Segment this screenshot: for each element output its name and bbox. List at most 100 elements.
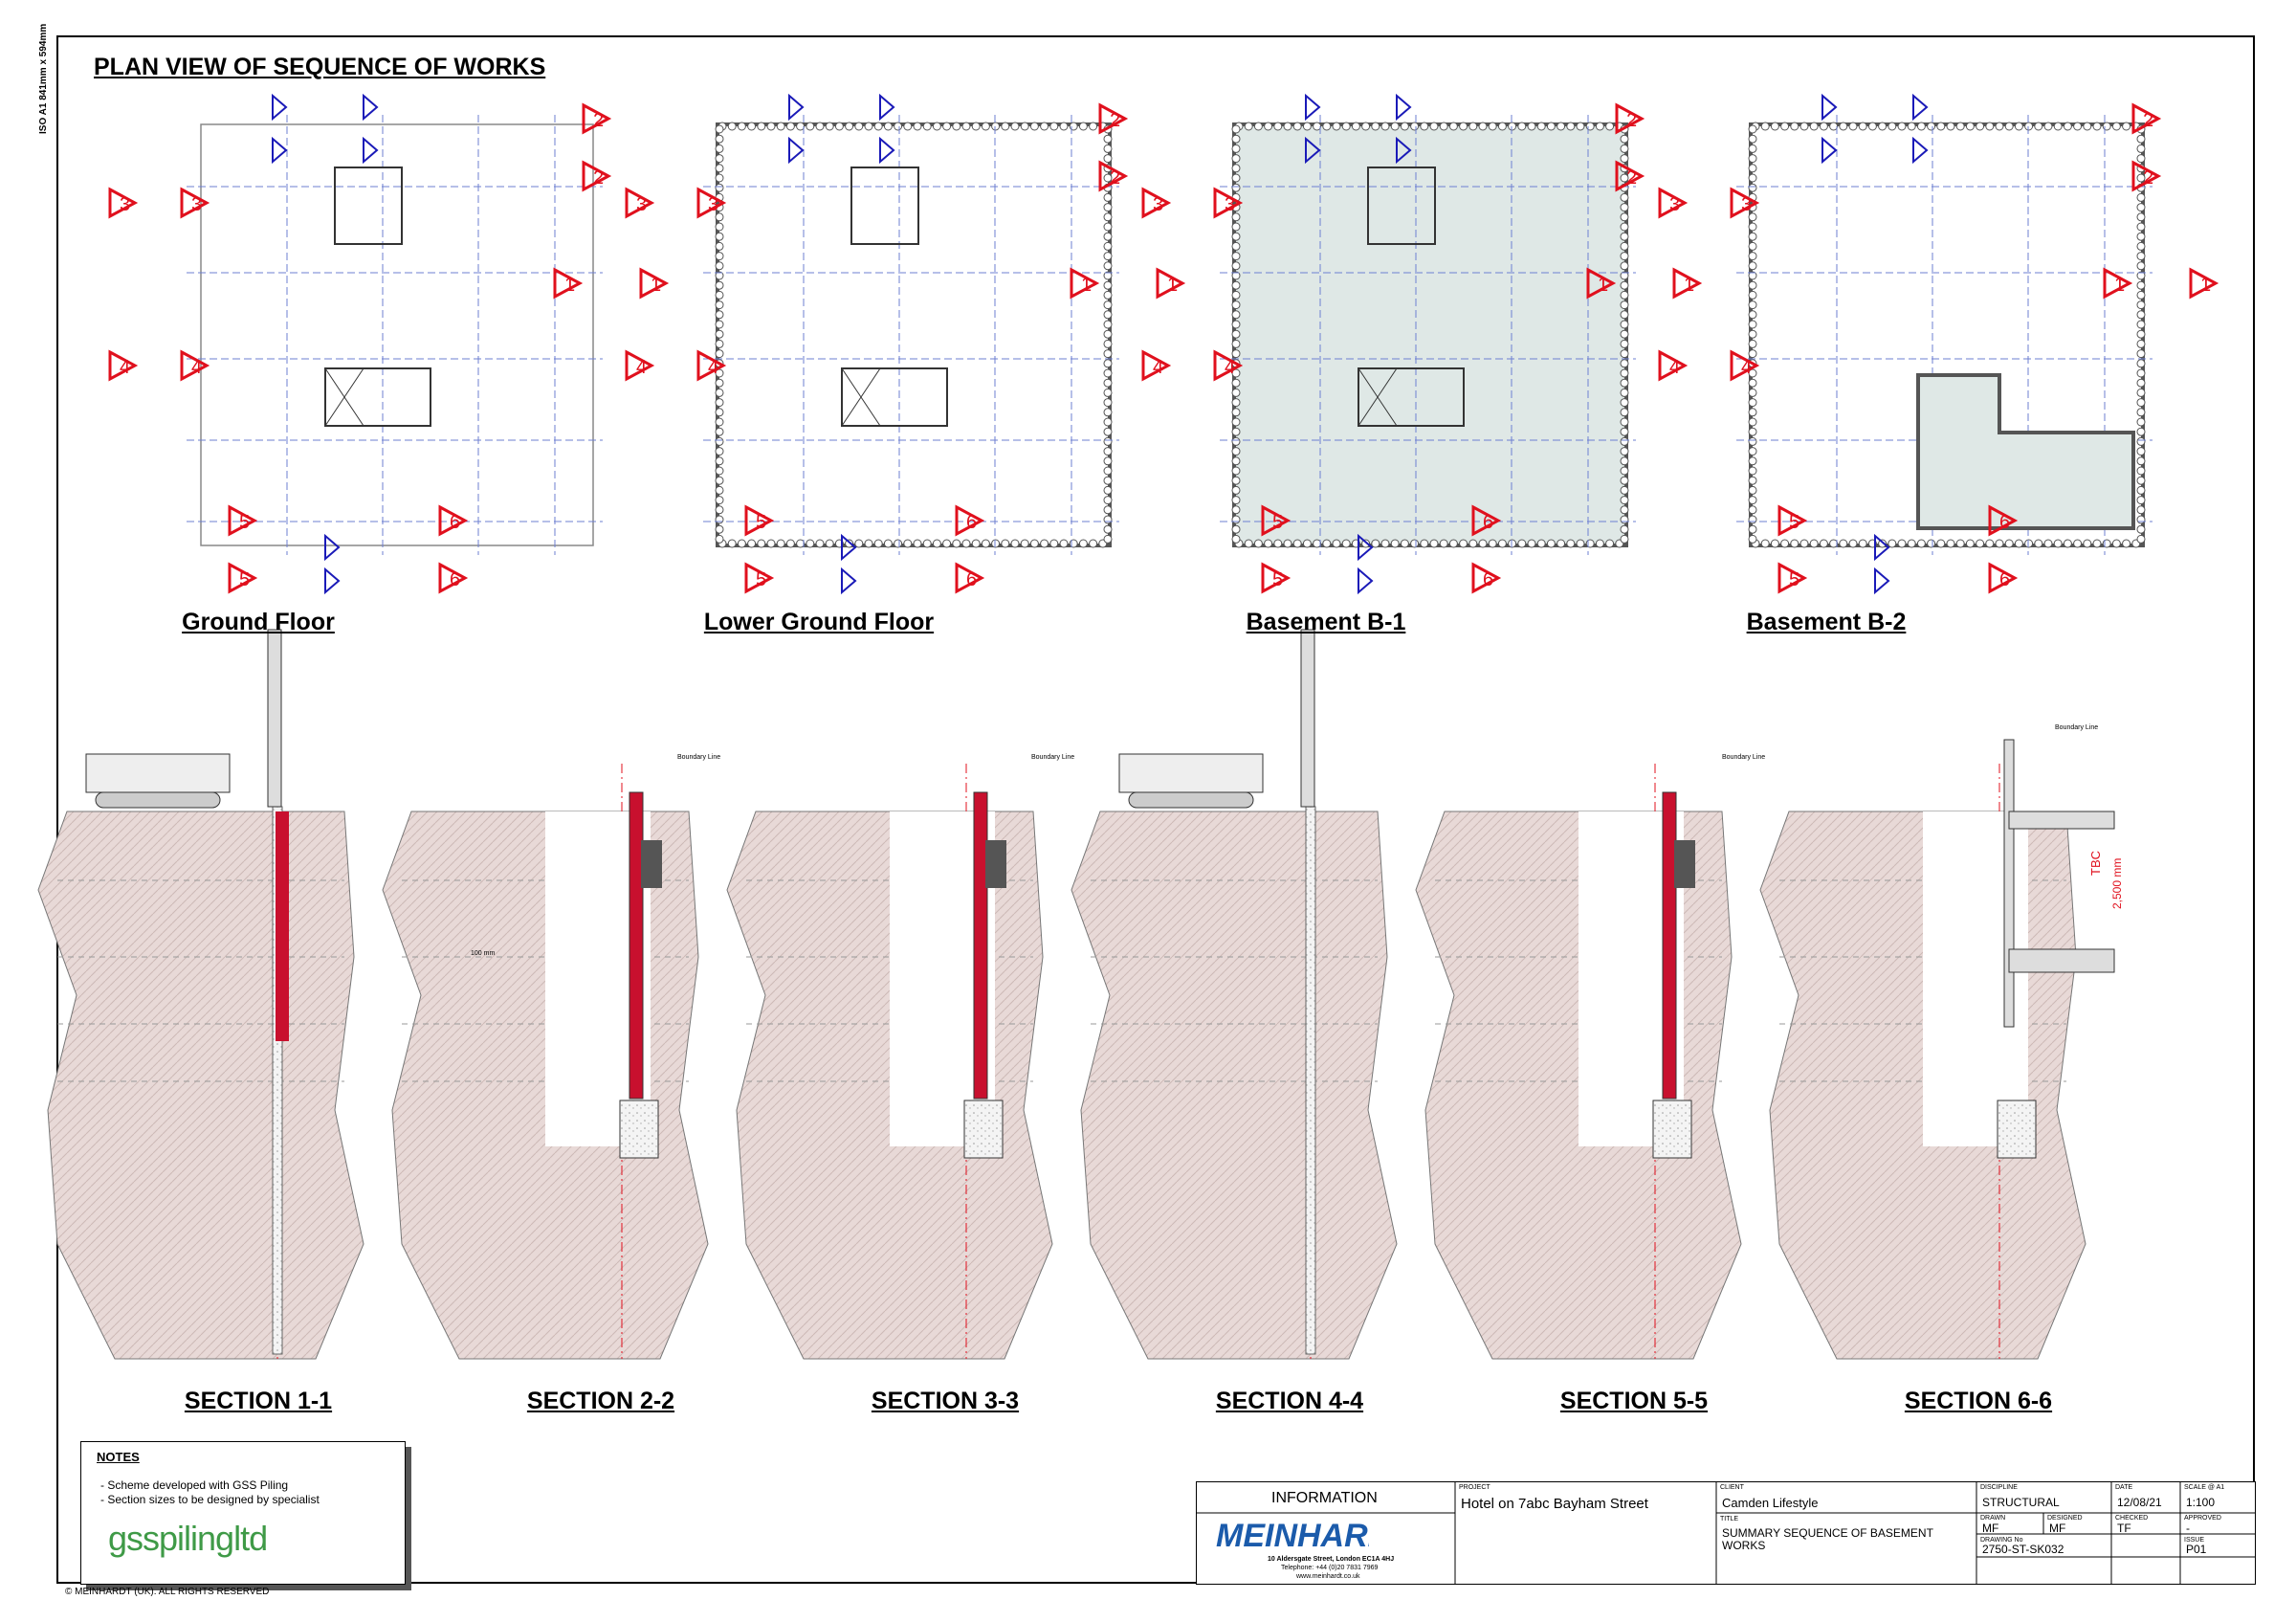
project-value: Hotel on 7abc Bayham Street xyxy=(1461,1496,1648,1512)
section-marker-number: 5 xyxy=(239,569,250,590)
perimeter-pile xyxy=(715,466,724,476)
checked-label: CHECKED xyxy=(2115,1515,2149,1522)
client-value: Camden Lifestyle xyxy=(1722,1496,1819,1510)
perimeter-pile xyxy=(1020,539,1029,548)
perimeter-pile xyxy=(1955,122,1965,131)
perimeter-pile xyxy=(1231,368,1241,378)
perimeter-pile xyxy=(932,539,941,548)
perimeter-pile xyxy=(1620,447,1629,456)
perimeter-pile xyxy=(1829,539,1839,548)
perimeter-pile xyxy=(1620,524,1629,534)
perimeter-pile xyxy=(1748,134,1757,144)
perimeter-pile xyxy=(1103,447,1113,456)
perimeter-pile xyxy=(1556,122,1566,131)
perimeter-pile xyxy=(2043,539,2053,548)
perimeter-pile xyxy=(2083,122,2092,131)
perimeter-pile xyxy=(1010,539,1020,548)
perimeter-pile xyxy=(2004,122,2014,131)
section-marker-number: 5 xyxy=(1272,569,1283,590)
perimeter-pile xyxy=(1313,122,1322,131)
perimeter-pile xyxy=(1748,368,1757,378)
perimeter-pile xyxy=(1620,252,1629,261)
tbc-label: TBC xyxy=(2088,851,2103,876)
grid-marker xyxy=(841,567,857,595)
perimeter-pile xyxy=(1839,539,1848,548)
section-marker xyxy=(1471,562,1502,594)
section-marker-number: 1 xyxy=(651,275,661,296)
company-telephone: Telephone: +44 (0)20 7831 7969 xyxy=(1281,1565,1379,1571)
perimeter-pile xyxy=(873,122,883,131)
perimeter-pile xyxy=(1620,456,1629,466)
grid-marker xyxy=(1874,533,1890,562)
perimeter-pile xyxy=(766,539,776,548)
paper-size-note: ISO A1 841mm x 594mm xyxy=(38,23,49,134)
perimeter-pile xyxy=(2053,122,2063,131)
perimeter-pile xyxy=(1780,539,1790,548)
issue-label: ISSUE xyxy=(2184,1537,2205,1544)
project-label: PROJECT xyxy=(1459,1484,1490,1491)
company-address: 10 Aldersgate Street, London EC1A 4HJ xyxy=(1268,1556,1395,1563)
section-marker-number: 6 xyxy=(1999,569,2010,590)
plan-label-lower-ground-floor: Lower Ground Floor xyxy=(703,609,935,635)
perimeter-pile xyxy=(903,539,913,548)
perimeter-pile xyxy=(1103,310,1113,320)
perimeter-pile xyxy=(1748,456,1757,466)
date-label: DATE xyxy=(2115,1484,2133,1491)
section-marker xyxy=(1658,349,1689,382)
discipline-label: DISCIPLINE xyxy=(1980,1484,2018,1491)
section-label-4: SECTION 4-4 xyxy=(1215,1388,1364,1414)
section-label-1: SECTION 1-1 xyxy=(184,1388,333,1414)
section-marker xyxy=(1156,267,1186,300)
section-5 xyxy=(1415,764,1742,1360)
perimeter-pile xyxy=(1576,122,1585,131)
perimeter-pile xyxy=(727,122,737,131)
core-cross xyxy=(1358,367,1398,427)
discipline-value: STRUCTURAL xyxy=(1982,1496,2060,1509)
perimeter-pile xyxy=(715,329,724,339)
perimeter-pile xyxy=(1748,252,1757,261)
perimeter-pile xyxy=(1380,122,1390,131)
perimeter-pile xyxy=(2136,359,2146,368)
perimeter-pile xyxy=(1985,122,1995,131)
perimeter-pile xyxy=(883,122,893,131)
perimeter-pile xyxy=(922,122,932,131)
perimeter-pile xyxy=(1620,203,1629,212)
section-marker-number: 2 xyxy=(1110,167,1120,189)
perimeter-pile xyxy=(1620,173,1629,183)
perimeter-pile xyxy=(1253,122,1263,131)
sheet-title: PLAN VIEW OF SEQUENCE OF WORKS xyxy=(94,54,546,80)
perimeter-pile xyxy=(766,122,776,131)
perimeter-pile xyxy=(971,122,981,131)
section-marker xyxy=(180,187,210,219)
perimeter-pile xyxy=(1103,320,1113,329)
grid-marker xyxy=(1874,567,1890,595)
perimeter-pile xyxy=(1103,408,1113,417)
perimeter-pile xyxy=(1620,378,1629,388)
perimeter-pile xyxy=(1103,534,1113,544)
section-marker-number: 2 xyxy=(593,167,604,189)
wall xyxy=(2003,739,2015,1028)
section-marker-number: 4 xyxy=(1225,357,1235,378)
section-marker xyxy=(696,349,727,382)
boundary-line-label-3: Boundary Line xyxy=(1031,754,1075,761)
perimeter-pile xyxy=(1748,241,1757,251)
section-marker-number: 6 xyxy=(1483,569,1493,590)
perimeter-pile xyxy=(932,122,941,131)
perimeter-pile xyxy=(1965,122,1975,131)
perimeter-pile xyxy=(1001,122,1010,131)
perimeter-pile xyxy=(715,408,724,417)
pile-cap xyxy=(963,1100,1004,1159)
section-marker-number: 1 xyxy=(1167,275,1178,296)
perimeter-pile xyxy=(1231,476,1241,485)
perimeter-pile xyxy=(737,539,746,548)
perimeter-pile xyxy=(715,427,724,436)
section-marker-number: 2 xyxy=(1110,110,1120,131)
perimeter-pile xyxy=(1231,222,1241,232)
perimeter-pile xyxy=(2136,203,2146,212)
section-marker xyxy=(1672,267,1703,300)
perimeter-pile xyxy=(1231,261,1241,271)
section-marker-number: 6 xyxy=(450,512,460,533)
perimeter-pile xyxy=(1858,539,1867,548)
section-marker xyxy=(1098,160,1129,192)
perimeter-pile xyxy=(715,485,724,495)
